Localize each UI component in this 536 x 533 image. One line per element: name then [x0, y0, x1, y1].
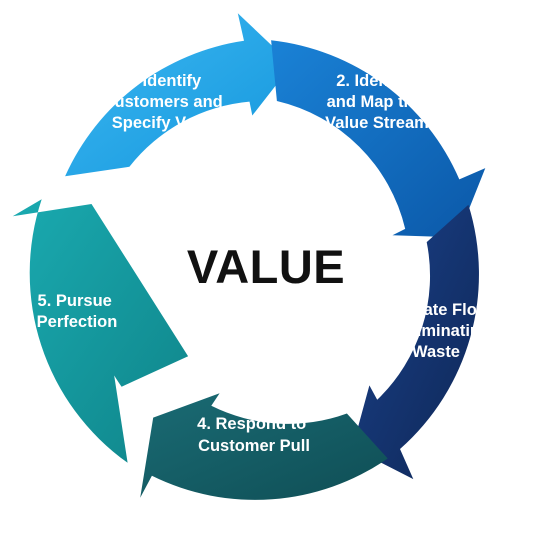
step-4-label: 4. Respond to Customer Pull [197, 415, 311, 455]
step-2-label-line-3: Value Stream [325, 114, 429, 132]
step-2-label: 2. Identify and Map the Value Stream [325, 72, 429, 132]
step-5-label-line-1: 5. Pursue [38, 292, 112, 310]
step-3-arrow-shape [352, 204, 479, 480]
step-1-arrow: 1. Identify Customers and Specify Value [65, 13, 292, 177]
step-1-label: 1. Identify Customers and Specify Value [103, 72, 228, 132]
step-4-label-line-1: 4. Respond to [197, 415, 306, 433]
step-3-arrow: 3. Create Flow by Eliminating Waste [352, 204, 494, 480]
step-5-label-line-2: Perfection [37, 313, 118, 331]
step-3-label-line-1: 3. Create Flow [378, 301, 490, 319]
step-5-arrow: 5. Pursue Perfection [12, 199, 189, 463]
step-5-arrow-shape [12, 199, 189, 463]
step-2-arrow: 2. Identify and Map the Value Stream [271, 40, 486, 238]
step-2-label-line-2: and Map the [327, 93, 423, 111]
center-label: VALUE [187, 240, 345, 293]
step-3-label-line-2: by Eliminating [377, 322, 490, 340]
step-1-label-line-1: 1. Identify [124, 72, 202, 90]
step-1-label-line-2: Customers and [103, 93, 223, 111]
step-4-arrow: 4. Respond to Customer Pull [140, 393, 388, 500]
step-5-label: 5. Pursue Perfection [37, 292, 118, 331]
step-4-arrow-shape [140, 393, 388, 500]
step-2-label-line-1: 2. Identify [336, 72, 414, 90]
step-3-label-line-3: Waste [412, 343, 460, 361]
step-1-arrow-shape [65, 13, 292, 177]
step-4-label-line-2: Customer Pull [198, 437, 310, 455]
step-1-label-line-3: Specify Value [112, 114, 218, 132]
step-2-arrow-shape [271, 40, 486, 238]
step-3-label: 3. Create Flow by Eliminating Waste [377, 301, 494, 361]
